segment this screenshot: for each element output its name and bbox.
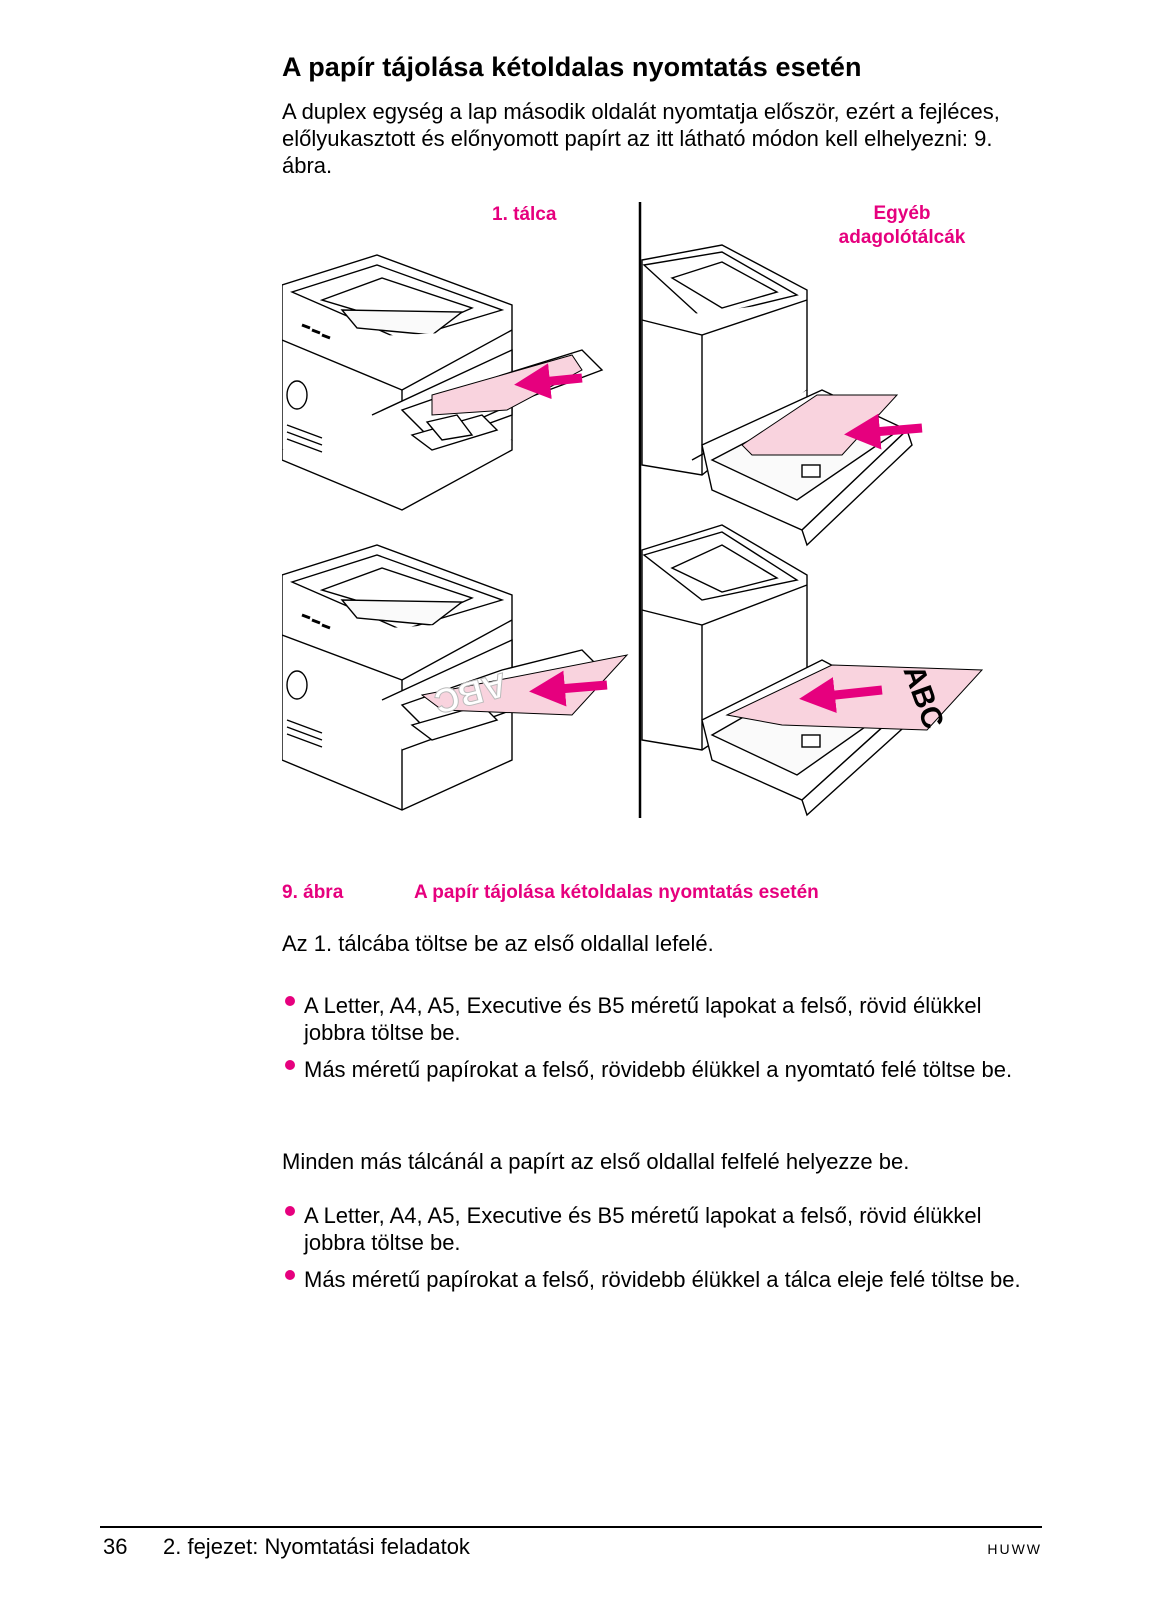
bullet-icon xyxy=(285,1206,295,1216)
footer-chapter: 2. fejezet: Nyomtatási feladatok xyxy=(163,1534,470,1559)
list-item: A Letter, A4, A5, Executive és B5 méretű… xyxy=(282,1202,1042,1256)
paper-orientation-figure: 1. tálca Egyéb adagolótálcák xyxy=(282,200,1032,840)
list-item: Más méretű papírokat a felső, rövidebb é… xyxy=(282,1266,1042,1293)
list-item: Más méretű papírokat a felső, rövidebb é… xyxy=(282,1056,1042,1083)
footer-rule xyxy=(100,1526,1042,1528)
arrow-tray1-abc xyxy=(529,670,608,707)
figure-drawing: ABC xyxy=(282,202,984,818)
figure-caption-number: 9. ábra xyxy=(282,882,344,903)
arrow-other-abc xyxy=(799,677,883,713)
label-other-line1: Egyéb xyxy=(873,203,931,224)
label-tray-1: 1. tálca xyxy=(492,204,557,225)
label-other-trays: Egyéb adagolótálcák xyxy=(802,202,1002,250)
figure-caption-title: A papír tájolása kétoldalas nyomtatás es… xyxy=(414,882,819,903)
arrow-other-plain xyxy=(844,413,923,450)
arrow-tray1-plain xyxy=(514,363,583,400)
list-item: A Letter, A4, A5, Executive és B5 méretű… xyxy=(282,992,1042,1046)
footer-code: HUWW xyxy=(987,1541,1042,1557)
label-other-line2: adagolótálcák xyxy=(838,227,966,248)
section1-text: Az 1. tálcába töltse be az első oldallal… xyxy=(282,931,714,956)
section1-bullets: A Letter, A4, A5, Executive és B5 méretű… xyxy=(282,992,1042,1093)
intro-paragraph: A duplex egység a lap második oldalát ny… xyxy=(282,99,1000,178)
page-heading: A papír tájolása kétoldalas nyomtatás es… xyxy=(282,52,862,82)
paper-tray1-abc xyxy=(420,654,629,716)
footer-page-number: 36 xyxy=(103,1534,128,1559)
paper-other-abc xyxy=(725,664,984,731)
section2-bullets: A Letter, A4, A5, Executive és B5 méretű… xyxy=(282,1202,1042,1303)
bullet-icon xyxy=(285,1060,295,1070)
section2-text: Minden más tálcánál a papírt az első old… xyxy=(282,1149,910,1174)
bullet-icon xyxy=(285,996,295,1006)
bullet-icon xyxy=(285,1270,295,1280)
